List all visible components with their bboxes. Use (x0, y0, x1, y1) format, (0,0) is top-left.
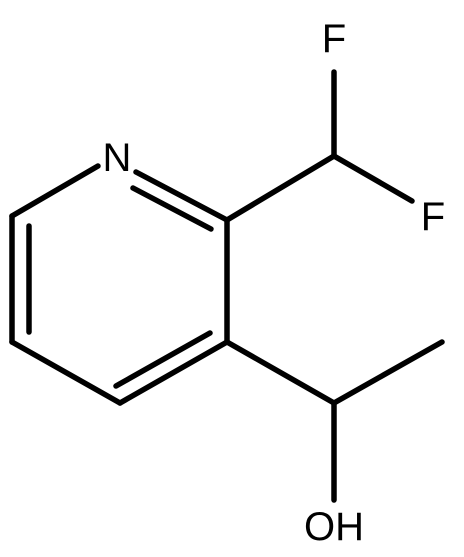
bond-n-c2-inner (130, 185, 214, 232)
bond-choh-methyl (331, 339, 445, 406)
bond-c3-c4-inner (113, 330, 213, 389)
bond-c4-c5 (9, 339, 123, 406)
atom-label-fluorine-right: F (421, 195, 445, 239)
atom-label-nitrogen: N (103, 136, 132, 180)
bond-c3-c4 (117, 339, 230, 406)
atom-label-hydroxyl: OH (304, 505, 364, 549)
bond-c3-choh (224, 339, 337, 406)
bond-c6-n (9, 163, 101, 219)
bond-c2-chf2 (224, 153, 337, 223)
atom-label-fluorine-top: F (322, 17, 346, 61)
bond-n-c2-double (133, 169, 230, 223)
bond-chf2-f-right (331, 153, 415, 204)
